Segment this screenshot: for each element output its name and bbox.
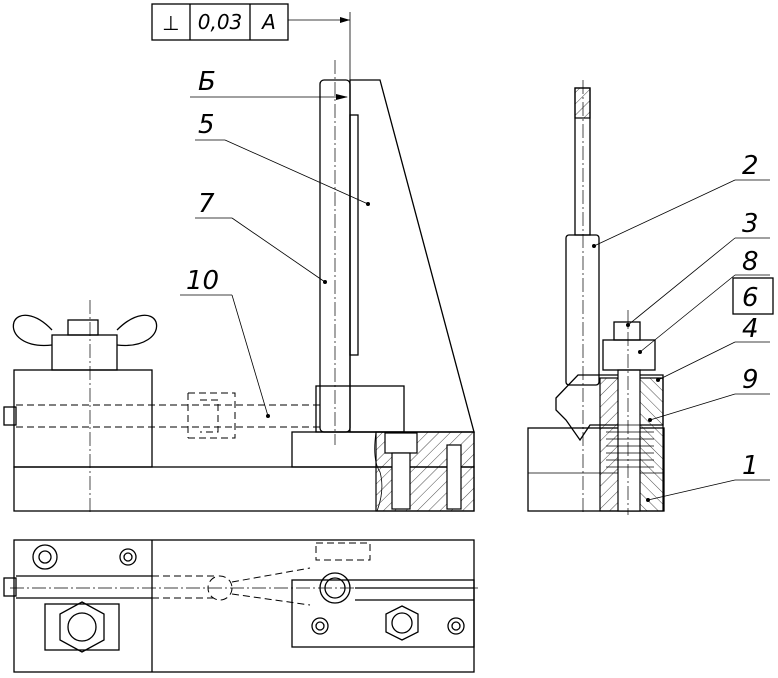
datum-letter: A [260, 10, 276, 34]
label-part-6: 6 [742, 283, 759, 313]
vertical-column [319, 79, 351, 433]
side-clamp [555, 374, 664, 442]
dowel-pin [446, 444, 462, 510]
left-block [13, 369, 153, 468]
top-view [3, 539, 478, 673]
tolerance-value: 0,03 [198, 10, 243, 34]
perpendicularity-symbol: ⊥ [162, 11, 179, 35]
side-nut [602, 339, 656, 371]
side-base [527, 427, 665, 512]
bolt-head [384, 432, 418, 454]
label-part-2: 2 [742, 151, 759, 181]
support-plate [349, 114, 359, 356]
step-block [315, 385, 405, 433]
spring [606, 424, 654, 468]
top-plate [13, 539, 475, 673]
label-part-1: 1 [742, 451, 759, 481]
side-view [527, 80, 665, 515]
label-part-3: 3 [742, 209, 759, 239]
top-right-block [291, 579, 475, 648]
hex-nut [59, 601, 105, 653]
side-pin [617, 369, 641, 512]
tolerance-frame: ⊥ 0,03 A [151, 3, 289, 41]
label-part-4: 4 [742, 314, 759, 344]
label-part-7: 7 [198, 189, 215, 219]
label-part-5: 5 [198, 110, 215, 140]
screw-head [3, 406, 17, 426]
bolt-shank [391, 452, 411, 510]
callout-labels: Б 5 7 10 2 3 8 6 4 9 1 [186, 67, 759, 481]
side-rod [565, 234, 600, 386]
triangular-support [349, 79, 475, 433]
label-part-8: 8 [742, 247, 759, 277]
side-screw-head [613, 321, 641, 341]
front-view [3, 12, 475, 515]
label-surface-b: Б [198, 67, 216, 97]
label-part-10: 10 [186, 266, 219, 296]
label-part-9: 9 [742, 365, 759, 395]
wing-nut [12, 314, 158, 371]
leaders [180, 139, 774, 502]
